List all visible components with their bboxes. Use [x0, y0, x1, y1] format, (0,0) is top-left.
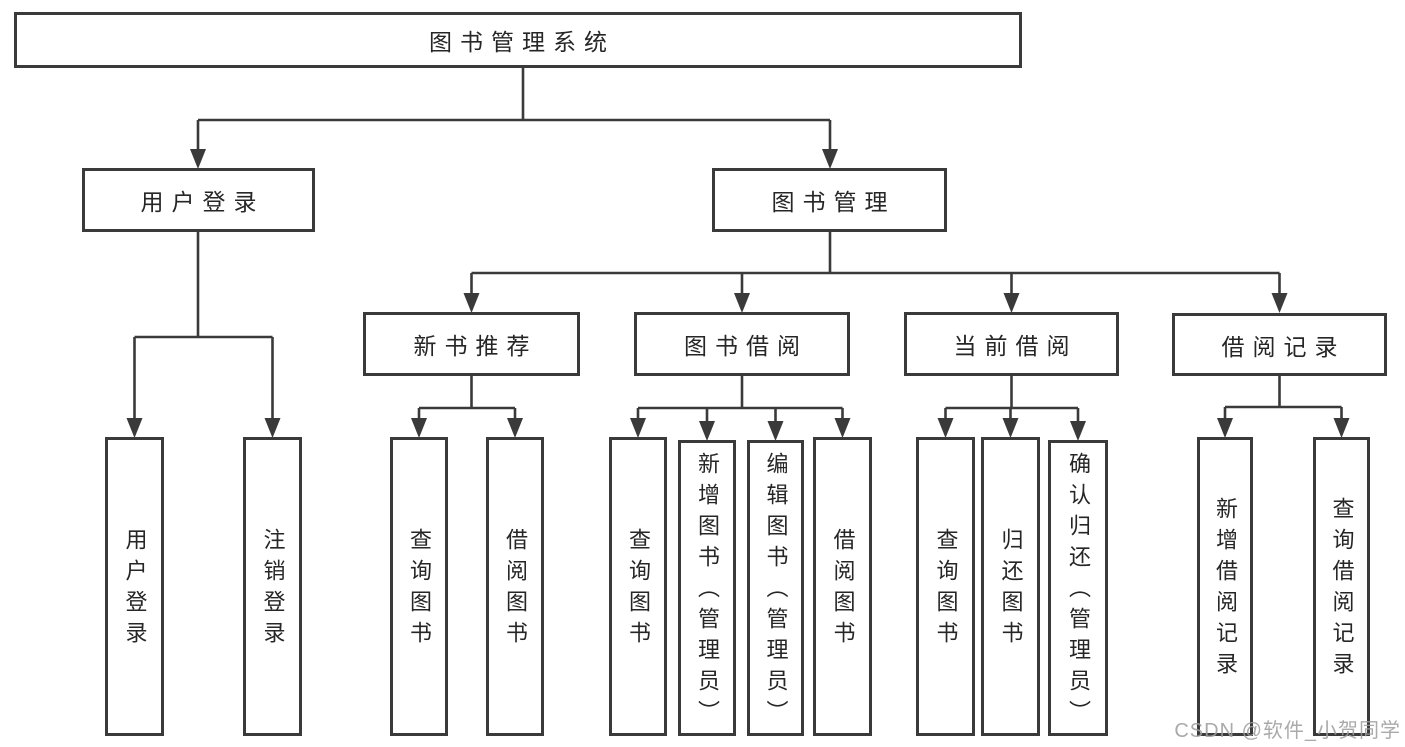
node-leaf-confirm-return-admin: 确认归还（管理员） — [1048, 440, 1108, 736]
node-label: 归还图书 — [998, 527, 1024, 652]
arrowhead — [1271, 293, 1288, 313]
arrowhead — [937, 418, 954, 438]
node-label: 用户登录 — [122, 527, 148, 652]
node-leaf-query-borrow-record: 查询借阅记录 — [1313, 437, 1370, 736]
node-label: 注销登录 — [260, 527, 286, 652]
arrowhead — [630, 418, 646, 438]
arrowhead — [834, 418, 851, 438]
node-label: 新书推荐 — [413, 333, 538, 359]
node-book-management: 图书管理 — [712, 168, 947, 232]
node-leaf-borrow-book-1: 借阅图书 — [486, 437, 544, 736]
arrowhead — [126, 418, 143, 438]
node-label: 借阅图书 — [830, 527, 856, 652]
node-label: 借阅图书 — [503, 527, 528, 652]
arrowhead — [463, 293, 480, 313]
node-borrow-records: 借阅记录 — [1172, 313, 1387, 376]
arrowhead — [190, 149, 206, 169]
node-label: 确认归还（管理员） — [1066, 451, 1091, 731]
node-leaf-edit-book-admin: 编辑图书（管理员） — [747, 440, 804, 736]
arrowhead — [1217, 418, 1233, 438]
arrowhead — [1002, 418, 1019, 438]
arrowhead — [1003, 293, 1020, 313]
node-label: 图书管理系统 — [429, 29, 615, 55]
node-user-login: 用户登录 — [82, 168, 315, 232]
arrowhead — [734, 293, 750, 313]
node-label: 查询图书 — [933, 527, 959, 652]
arrowhead — [1333, 418, 1350, 438]
node-label: 借阅记录 — [1221, 333, 1346, 360]
node-system-root: 图书管理系统 — [14, 12, 1022, 68]
node-label: 当前借阅 — [953, 333, 1078, 359]
node-new-book-recommend: 新书推荐 — [363, 312, 580, 376]
node-leaf-logout: 注销登录 — [243, 437, 302, 736]
node-leaf-borrow-book-2: 借阅图书 — [813, 437, 872, 736]
node-label: 新增借阅记录 — [1213, 496, 1238, 683]
arrowhead — [822, 149, 838, 169]
node-label: 查询图书 — [626, 527, 651, 652]
arrowhead — [1070, 421, 1086, 441]
arrowhead — [507, 418, 523, 438]
node-leaf-add-borrow-record: 新增借阅记录 — [1197, 437, 1253, 736]
node-label: 新增图书（管理员） — [695, 451, 720, 731]
node-label: 用户登录 — [140, 189, 265, 215]
node-label: 编辑图书（管理员） — [763, 451, 789, 731]
node-label: 查询图书 — [407, 527, 432, 652]
arrowhead — [767, 421, 784, 441]
node-leaf-query-book-1: 查询图书 — [390, 437, 448, 736]
node-label: 查询借阅记录 — [1329, 496, 1355, 683]
node-leaf-query-book-3: 查询图书 — [916, 437, 975, 736]
node-label: 图书管理 — [771, 189, 896, 215]
arrowhead — [699, 421, 715, 441]
node-leaf-user-login: 用户登录 — [105, 437, 164, 736]
node-label: 图书借阅 — [684, 333, 808, 359]
node-current-borrow: 当前借阅 — [904, 312, 1119, 376]
node-book-borrow: 图书借阅 — [634, 312, 850, 376]
arrowhead — [411, 418, 427, 438]
node-leaf-add-book-admin: 新增图书（管理员） — [678, 440, 736, 736]
node-leaf-return-book: 归还图书 — [981, 437, 1040, 736]
watermark: CSDN @软件_小贺同学 — [1174, 720, 1401, 742]
node-leaf-query-book-2: 查询图书 — [609, 437, 667, 736]
arrowhead — [264, 418, 281, 438]
